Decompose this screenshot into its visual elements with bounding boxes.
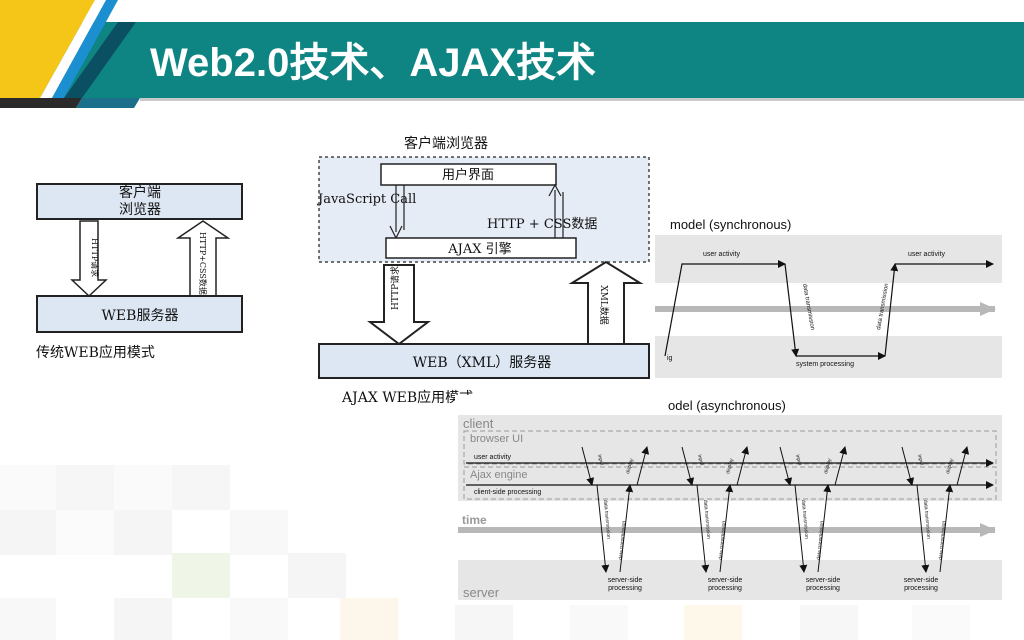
async-exchange-3: input display data transmission data tra… bbox=[779, 446, 848, 592]
async-display-1: display bbox=[625, 457, 635, 474]
slide-title: Web2.0技术、AJAX技术 bbox=[150, 41, 597, 85]
async-server-side-2a: server-side bbox=[708, 577, 743, 584]
ajax-request-label: HTTP请求 bbox=[389, 266, 401, 310]
async-server-label: server bbox=[463, 585, 500, 600]
ajax-js-call: JavaScript Call bbox=[316, 192, 416, 207]
async-input-4: input bbox=[916, 454, 925, 467]
header-bar bbox=[0, 0, 1024, 108]
ajax-request-arrow bbox=[367, 264, 431, 346]
traditional-response-label: HTTP+CSS数据 bbox=[198, 232, 208, 295]
ajax-browser-title: 客户端浏览器 bbox=[404, 135, 488, 152]
async-display-4: display bbox=[945, 457, 955, 474]
async-display-2: display bbox=[725, 457, 735, 474]
sync-user-activity-2: user activity bbox=[908, 251, 945, 258]
ajax-server-box bbox=[318, 343, 650, 379]
ajax-ui-label: 用户界面 bbox=[442, 167, 494, 183]
async-server-side-4a: server-side bbox=[904, 577, 939, 584]
async-browser-ui-label: browser UI bbox=[470, 433, 523, 445]
traditional-client-line1: 客户端 bbox=[119, 184, 161, 201]
async-client-label: client bbox=[463, 416, 494, 431]
async-client-side: client-side processing bbox=[474, 489, 541, 496]
async-data-transmission-2a: data transmission bbox=[702, 500, 711, 540]
async-data-transmission-1b: data transmission bbox=[618, 520, 627, 560]
ajax-server-label: WEB（XML）服务器 bbox=[413, 355, 552, 371]
async-exchange-1: input display data transmission data tra… bbox=[581, 446, 650, 592]
ajax-engine-label: AJAX 引擎 bbox=[447, 242, 511, 257]
ajax-diagram: 客户端浏览器 用户界面 JavaScript Call HTTP + CSS数据… bbox=[316, 135, 650, 406]
async-ajax-engine-label: Ajax engine bbox=[470, 469, 528, 481]
async-data-transmission-2b: data transmission bbox=[718, 520, 727, 560]
async-exchange-4: input display data transmission data tra… bbox=[901, 446, 970, 592]
async-model-diagram: odel (asynchronous) client browser UI Aj… bbox=[455, 395, 1004, 605]
traditional-client-line2: 浏览器 bbox=[119, 202, 161, 218]
async-data-transmission-3a: data transmission bbox=[800, 500, 809, 540]
ajax-engine-box bbox=[385, 237, 577, 259]
async-server-side-4b: processing bbox=[904, 585, 938, 592]
async-data-transmission-4b: data transmission bbox=[938, 520, 947, 560]
traditional-request-label: HTTP请求 bbox=[90, 238, 100, 277]
sync-model-diagram: model (synchronous) user activity user a… bbox=[650, 215, 1004, 385]
async-input-2: input bbox=[696, 454, 705, 467]
async-browser-ui-frame bbox=[463, 430, 997, 465]
async-ajax-engine-frame bbox=[463, 466, 997, 500]
sync-client-band bbox=[655, 235, 1002, 283]
async-time-label: time bbox=[462, 513, 487, 527]
async-input-1: input bbox=[596, 454, 605, 467]
async-exchange-2: input display data transmission data tra… bbox=[681, 446, 750, 592]
traditional-server-label: WEB服务器 bbox=[102, 308, 179, 324]
sync-title: model (synchronous) bbox=[670, 217, 791, 232]
traditional-caption: 传统WEB应用模式 bbox=[36, 344, 155, 361]
traditional-response-arrow bbox=[175, 220, 231, 297]
background-pattern bbox=[0, 465, 970, 640]
async-user-activity: user activity bbox=[474, 454, 511, 461]
sync-server-band bbox=[655, 336, 1002, 378]
async-server-side-1a: server-side bbox=[608, 577, 643, 584]
traditional-request-arrow bbox=[70, 220, 108, 298]
ajax-xml-arrow bbox=[568, 260, 644, 345]
async-server-side-3b: processing bbox=[806, 585, 840, 592]
ajax-ui-box bbox=[380, 163, 557, 186]
async-data-transmission-3b: data transmission bbox=[816, 520, 825, 560]
async-title: odel (asynchronous) bbox=[668, 398, 786, 413]
traditional-diagram: 客户端 浏览器 HTTP请求 HTTP+CSS数据 WEB服务器 传统WEB应用… bbox=[36, 183, 243, 361]
async-server-side-2b: processing bbox=[708, 585, 742, 592]
async-display-3: display bbox=[823, 457, 833, 474]
traditional-client-box bbox=[36, 183, 243, 220]
async-server-side-1b: processing bbox=[608, 585, 642, 592]
traditional-server-box bbox=[36, 295, 243, 333]
ajax-caption: AJAX WEB应用模式 bbox=[341, 389, 473, 406]
ajax-http-css: HTTP + CSS数据 bbox=[487, 217, 597, 232]
sync-user-activity-1: user activity bbox=[703, 251, 740, 258]
async-data-transmission-1a: data transmission bbox=[602, 500, 611, 540]
async-server-side-3a: server-side bbox=[806, 577, 841, 584]
async-data-transmission-4a: data transmission bbox=[922, 500, 931, 540]
async-server-band bbox=[458, 560, 1002, 600]
sync-edge-label: ig bbox=[667, 355, 673, 362]
sync-system-processing: system processing bbox=[796, 361, 854, 368]
async-input-3: input bbox=[794, 454, 803, 467]
ajax-xml-label: XML数据 bbox=[598, 285, 610, 325]
